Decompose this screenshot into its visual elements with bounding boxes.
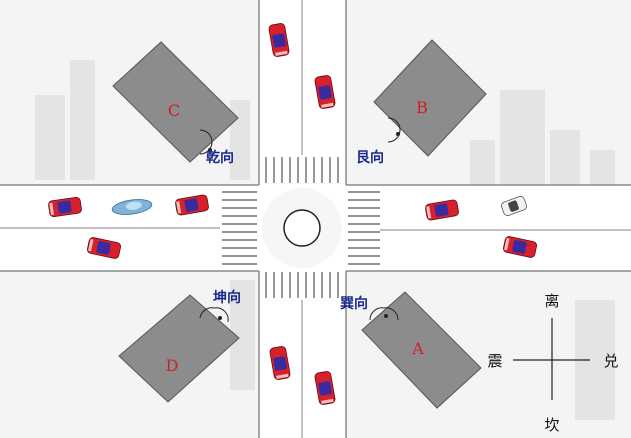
building-label-c: C: [168, 101, 180, 120]
building-label-a: A: [411, 339, 424, 358]
building-d: D: [118, 294, 240, 403]
roundabout: [262, 188, 342, 268]
compass-east-label: 兑: [603, 352, 618, 370]
building-a: A: [361, 291, 482, 409]
direction-label-kun: 坤向: [213, 289, 241, 306]
crosswalk-north: [265, 157, 339, 183]
compass-west-label: 震: [487, 352, 502, 370]
building-b: B: [373, 39, 487, 157]
building-label-b: B: [416, 98, 428, 117]
direction-label-qian: 乾向: [206, 149, 234, 166]
compass: 离 坎 震 兑: [487, 292, 618, 434]
compass-north-label: 离: [544, 292, 559, 310]
direction-label-gen: 艮向: [356, 149, 384, 166]
direction-label-xun: 巽向: [340, 295, 368, 312]
compass-south-label: 坎: [544, 416, 559, 434]
crosswalk-south: [265, 272, 339, 298]
crosswalk-west: [222, 191, 257, 265]
building-c: C: [112, 41, 239, 163]
crosswalk-east: [348, 191, 380, 265]
building-label-d: D: [166, 356, 179, 375]
